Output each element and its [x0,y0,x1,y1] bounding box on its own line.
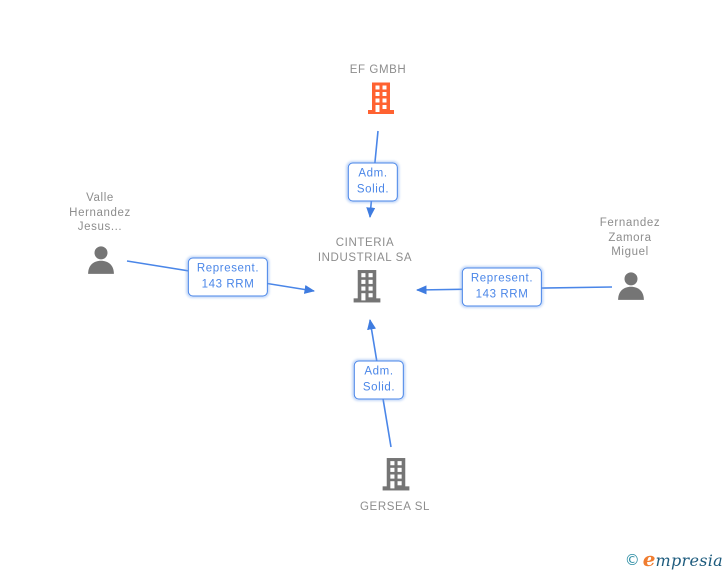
person-icon-valle-hernandez-jesus[interactable] [85,244,118,282]
node-label-ef-gmbh: EF GMBH [349,64,407,76]
edge-label-adm-solid-top: Adm. Solid. [347,162,399,202]
node-label-gersea-sl: GERSEA SL [360,501,430,513]
empresia-brand-initial: e [642,547,656,571]
node-label-cinteria-industrial-sa: CINTERIA INDUSTRIAL SA [317,237,413,264]
company-icon-gersea-sl[interactable] [379,457,414,497]
edge-label-adm-solid-bottom: Adm. Solid. [353,360,405,400]
edge-label-represent-left: Represent. 143 RRM [187,257,269,297]
person-icon-fernandez-zamora-miguel[interactable] [615,270,648,308]
copyright-symbol: © [624,551,640,569]
node-label-fernandez-zamora-miguel: Fernandez Zamora Miguel [599,217,661,258]
node-label-valle-hernandez-jesus: Valle Hernandez Jesus... [69,192,131,233]
empresia-brand-rest: mpresia [655,551,723,570]
edge-label-represent-right: Represent. 143 RRM [461,267,543,307]
company-icon-ef-gmbh[interactable] [364,82,398,121]
company-icon-cinteria-industrial-sa[interactable] [350,269,385,309]
empresia-logo[interactable]: ©empresia [625,547,723,571]
